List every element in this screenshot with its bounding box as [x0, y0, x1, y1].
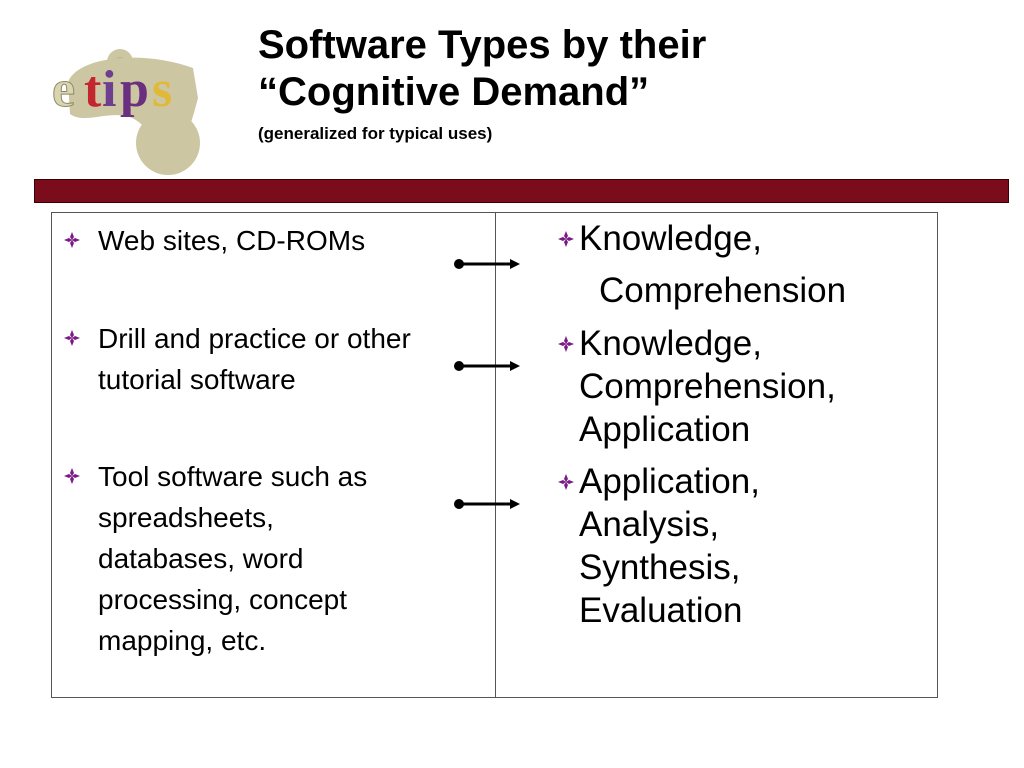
- demand-item-line: Analysis,: [579, 505, 720, 544]
- diamond-bullet-icon: [558, 474, 574, 490]
- svg-text:e: e: [52, 61, 75, 118]
- demand-item-2: Knowledge, Comprehension, Application: [558, 322, 836, 451]
- diamond-bullet-icon: [558, 336, 574, 352]
- mapping-arrow-icon: [454, 259, 520, 269]
- page-title-line-1: Software Types by their: [258, 23, 707, 67]
- software-item-tools: Tool software such as spreadsheets, data…: [64, 456, 367, 661]
- software-item-line: spreadsheets,: [98, 502, 274, 533]
- diamond-bullet-icon: [64, 468, 80, 484]
- comparison-table: Web sites, CD-ROMs Drill and practice or…: [51, 212, 938, 698]
- demand-item-line: Comprehension,: [579, 367, 836, 406]
- diamond-bullet-icon: [64, 330, 80, 346]
- demand-item-1-continuation: Comprehension: [599, 271, 847, 310]
- software-item-line: tutorial software: [98, 364, 296, 395]
- mapping-arrow-icon: [454, 361, 520, 371]
- software-item-line: Drill and practice or other: [98, 323, 411, 354]
- title-block: Software Types by their “Cognitive Deman…: [258, 22, 958, 144]
- title-divider-band: [34, 179, 1009, 203]
- software-item-line: databases, word: [98, 543, 304, 574]
- software-item-line: Tool software such as: [98, 461, 368, 492]
- software-item-web-sites: Web sites, CD-ROMs: [64, 220, 365, 261]
- svg-text:i: i: [102, 61, 116, 118]
- page-title-line-2: “Cognitive Demand”: [258, 70, 650, 114]
- demand-item-3: Application, Analysis, Synthesis, Evalua…: [558, 460, 760, 632]
- svg-text:p: p: [120, 61, 149, 118]
- diamond-bullet-icon: [64, 232, 80, 248]
- software-item-line: Web sites, CD-ROMs: [98, 225, 366, 256]
- software-item-line: processing, concept: [98, 584, 348, 615]
- demand-item-line: Application: [579, 410, 751, 449]
- demand-item-line: Application,: [579, 462, 760, 501]
- demand-item-1: Knowledge,: [558, 217, 762, 260]
- column-divider: [495, 213, 496, 697]
- svg-text:t: t: [84, 61, 102, 118]
- demand-item-line: Knowledge,: [579, 324, 762, 363]
- diamond-bullet-icon: [558, 231, 574, 247]
- mapping-arrow-icon: [454, 499, 520, 509]
- software-item-line: mapping, etc.: [98, 625, 267, 656]
- page-subtitle: (generalized for typical uses): [258, 124, 493, 143]
- software-item-drill: Drill and practice or other tutorial sof…: [64, 318, 411, 400]
- demand-item-line: Synthesis,: [579, 548, 741, 587]
- svg-text:s: s: [152, 61, 172, 118]
- demand-item-line: Knowledge,: [579, 219, 762, 258]
- demand-item-line: Evaluation: [579, 591, 743, 630]
- etips-logo: e t i p s: [52, 49, 200, 175]
